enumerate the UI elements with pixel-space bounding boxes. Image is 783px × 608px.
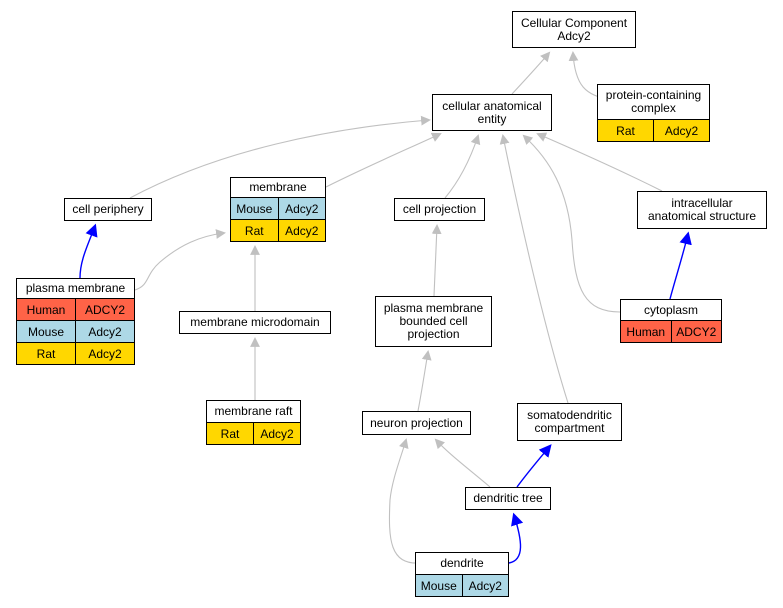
species-cell: Mouse (231, 198, 278, 219)
gene-cell: Adcy2 (277, 220, 325, 241)
node-title: cell projection (402, 202, 477, 216)
edge-is-a (388, 438, 421, 564)
species-row: Mouse Adcy2 (416, 574, 508, 596)
node-cellular-component[interactable]: Cellular Component Adcy2 (512, 11, 636, 48)
gene-cell: Adcy2 (253, 423, 300, 444)
node-title: cell periphery (72, 202, 144, 216)
node-dendritic-tree[interactable]: dendritic tree (465, 487, 551, 510)
edge-is-a (536, 132, 663, 192)
node-title: membrane (249, 180, 307, 194)
node-plasma-membrane-bounded-cell-projection[interactable]: plasma membrane bounded cell projection (375, 296, 492, 347)
node-protein-containing-complex[interactable]: protein-containing complex Rat Adcy2 (597, 84, 710, 142)
node-dendrite[interactable]: dendrite Mouse Adcy2 (415, 552, 509, 597)
node-title: intracellular anatomical structure (647, 196, 757, 223)
gene-cell: Adcy2 (653, 120, 709, 141)
edge-is-a (325, 132, 442, 188)
gene-cell: Adcy2 (461, 575, 508, 596)
edge-part-of (79, 223, 98, 279)
node-title: cellular anatomical entity (442, 98, 542, 126)
node-neuron-projection[interactable]: neuron projection (362, 411, 471, 435)
gene-cell: Adcy2 (277, 198, 325, 219)
edge-is-a (129, 115, 431, 199)
node-title: cytoplasm (643, 302, 699, 317)
species-cell: Rat (598, 120, 653, 141)
species-row: Human ADCY2 (621, 320, 721, 342)
node-title: plasma membrane bounded cell projection (383, 301, 484, 341)
edge-is-a (434, 438, 491, 488)
node-cytoplasm[interactable]: cytoplasm Human ADCY2 (620, 299, 722, 343)
node-title: Cellular Component Adcy2 (520, 15, 628, 43)
node-cell-projection[interactable]: cell projection (394, 198, 485, 221)
species-cell: Rat (231, 220, 278, 241)
species-row: Human ADCY2 (17, 298, 134, 320)
species-row: Rat Adcy2 (207, 422, 300, 444)
gene-cell: Adcy2 (75, 343, 134, 364)
node-title: somatodendritic compartment (527, 408, 612, 435)
species-cell: Mouse (17, 321, 75, 342)
edge-is-a (417, 350, 432, 412)
edge-part-of (516, 444, 552, 488)
node-membrane-raft[interactable]: membrane raft Rat Adcy2 (206, 400, 301, 445)
node-title: neuron projection (370, 415, 463, 430)
node-title: plasma membrane (25, 281, 126, 295)
edge-is-a (431, 224, 442, 297)
species-cell: Rat (17, 343, 75, 364)
edge-part-of (669, 231, 692, 300)
edge-is-a (522, 134, 621, 313)
species-row: Mouse Adcy2 (231, 197, 325, 219)
node-membrane-microdomain[interactable]: membrane microdomain (179, 311, 331, 334)
node-somatodendritic-compartment[interactable]: somatodendritic compartment (517, 403, 622, 441)
edge-is-a (499, 134, 569, 404)
node-cellular-anatomical-entity[interactable]: cellular anatomical entity (432, 94, 552, 131)
edge-is-a (511, 51, 551, 95)
gene-cell: ADCY2 (670, 321, 721, 342)
node-title: membrane raft (214, 404, 293, 418)
node-title: dendrite (440, 556, 484, 570)
node-title: protein-containing complex (605, 88, 702, 115)
gene-cell: Adcy2 (75, 321, 134, 342)
edge-is-a (134, 229, 226, 291)
species-cell: Human (17, 299, 75, 320)
node-plasma-membrane[interactable]: plasma membrane Human ADCY2 Mouse Adcy2 … (16, 278, 135, 365)
gene-cell: ADCY2 (75, 299, 134, 320)
node-membrane[interactable]: membrane Mouse Adcy2 Rat Adcy2 (230, 177, 326, 242)
species-row: Rat Adcy2 (231, 219, 325, 241)
species-cell: Human (621, 321, 671, 342)
node-intracellular-anatomical-structure[interactable]: intracellular anatomical structure (637, 191, 767, 229)
species-row: Rat Adcy2 (598, 119, 709, 141)
node-title: dendritic tree (473, 491, 543, 505)
species-cell: Rat (207, 423, 253, 444)
node-title: membrane microdomain (190, 315, 320, 329)
edge-is-a (444, 134, 481, 199)
edge-part-of (508, 512, 524, 564)
node-cell-periphery[interactable]: cell periphery (64, 198, 152, 221)
species-row: Mouse Adcy2 (17, 320, 134, 342)
species-cell: Mouse (416, 575, 462, 596)
species-row: Rat Adcy2 (17, 342, 134, 364)
